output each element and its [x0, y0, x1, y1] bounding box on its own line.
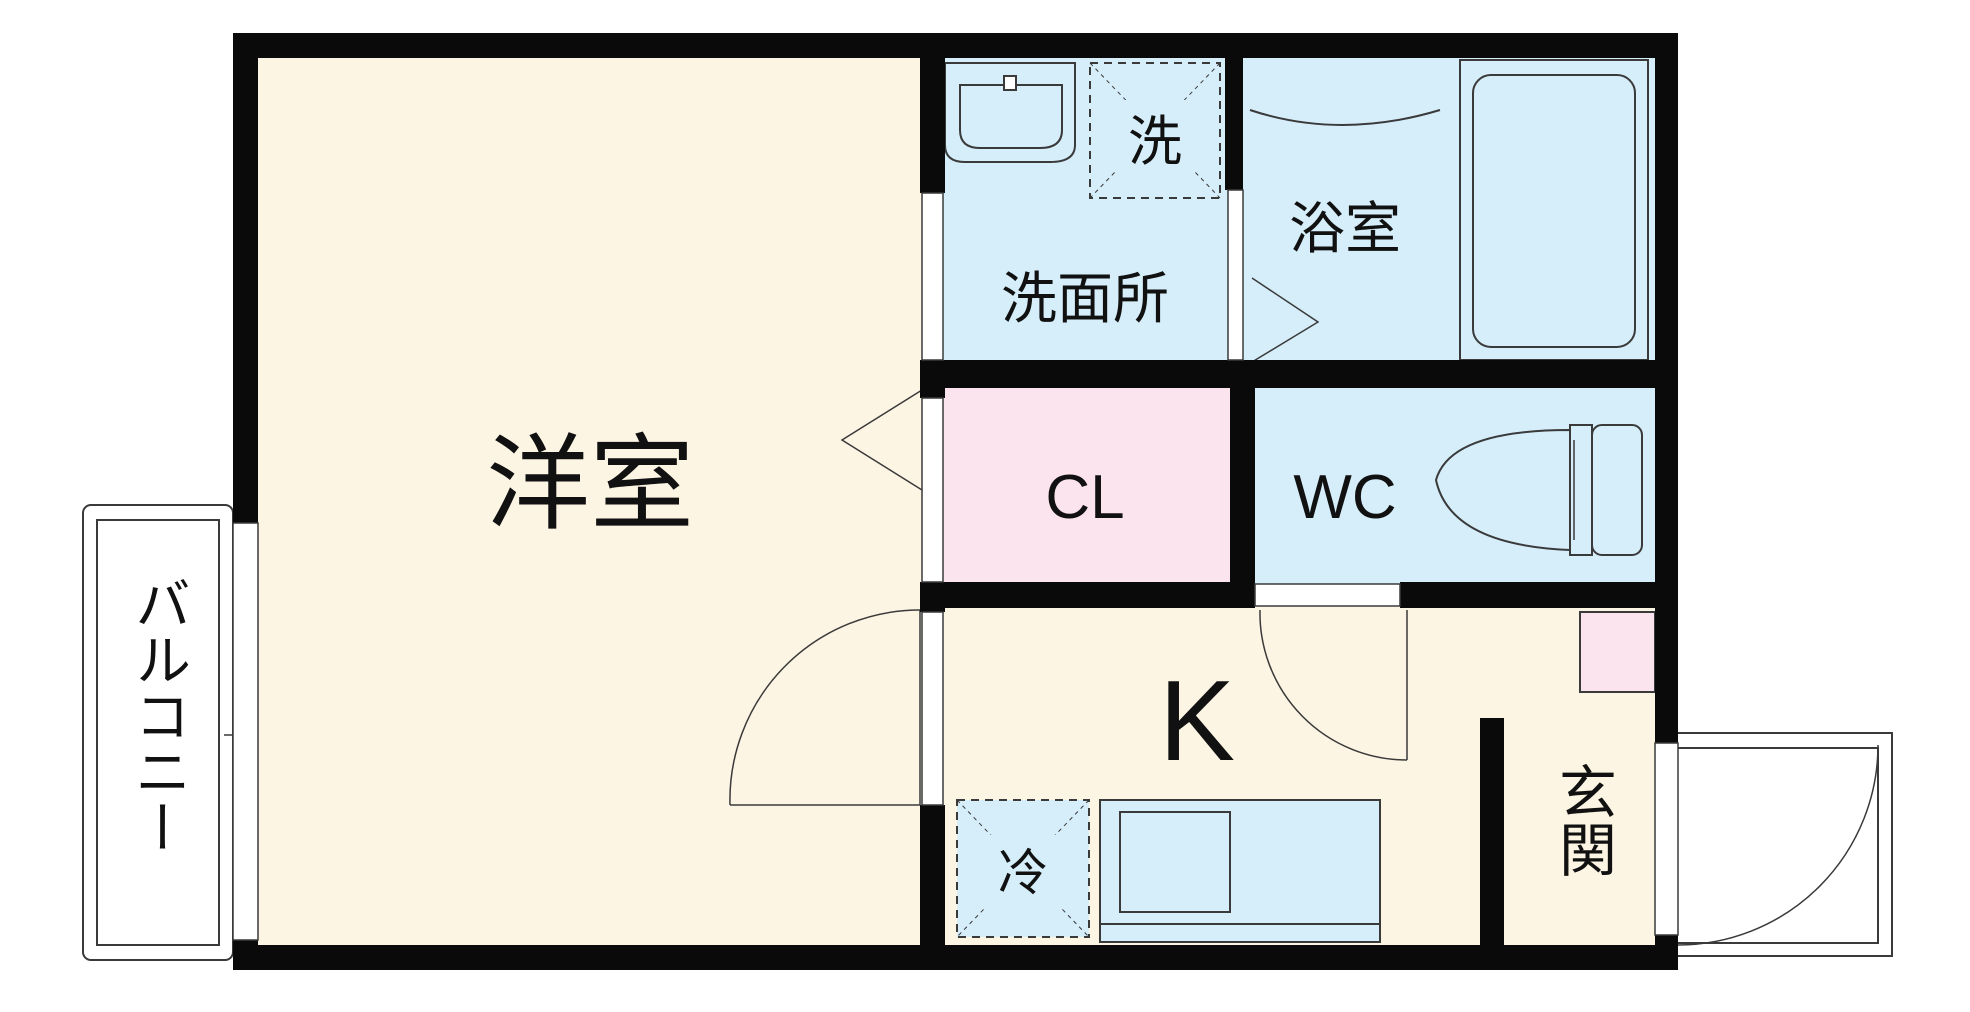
washer-space — [1089, 62, 1221, 199]
kitchen-label: K — [1159, 658, 1235, 785]
closet-label: CL — [1045, 463, 1124, 532]
bath-curtain-line — [1249, 109, 1441, 126]
storage-box — [1579, 611, 1656, 693]
washbasin-icon — [944, 62, 1076, 163]
closet-door — [840, 389, 923, 491]
sink-icon — [1099, 799, 1381, 943]
windows — [232, 189, 1679, 941]
fridge-label: 冷 — [998, 844, 1048, 902]
toilet-label: WC — [1293, 463, 1396, 532]
washer-label: 洗 — [1128, 110, 1182, 173]
room-door — [729, 609, 921, 806]
walls — [233, 33, 1678, 970]
entrance-porch — [1669, 732, 1893, 957]
toilet-icon — [1434, 424, 1643, 556]
balcony-label: バルコニー — [126, 575, 191, 855]
toilet-door — [1259, 609, 1408, 761]
bathtub-icon — [1459, 59, 1649, 361]
western-room-floor — [255, 55, 935, 950]
western-room-label: 洋室 — [486, 423, 694, 545]
washroom-label: 洗面所 — [1001, 267, 1169, 332]
closet-floor — [935, 375, 1240, 585]
bathroom-label: 浴室 — [1289, 197, 1401, 262]
entrance-door — [1677, 744, 1879, 946]
door-swing-icon — [1251, 277, 1320, 363]
entrance-label: 玄関 — [1549, 762, 1617, 878]
fridge-space — [956, 799, 1090, 938]
